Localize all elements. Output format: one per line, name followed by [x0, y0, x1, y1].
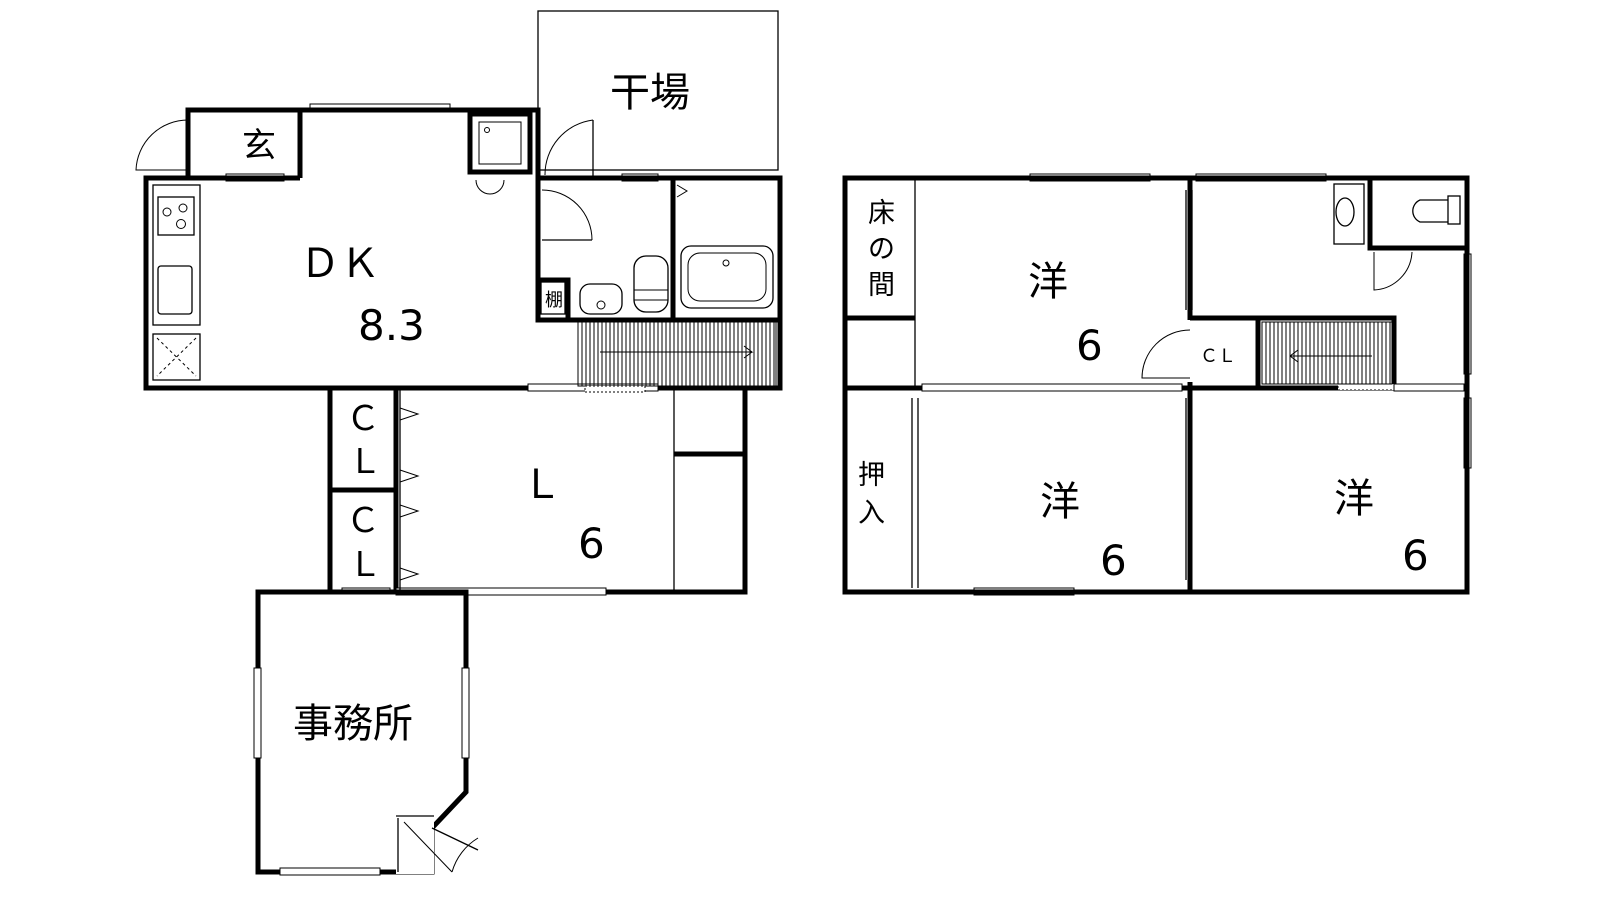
drying-door-swing	[544, 119, 594, 176]
window	[253, 667, 262, 759]
room-bottom-right-label: 洋	[1334, 476, 1374, 522]
office-door-open	[431, 827, 479, 851]
room-bottom-left-label: 洋	[1040, 479, 1080, 525]
alcove-label-3: 間	[868, 270, 895, 301]
wall	[143, 107, 783, 595]
shelf-box	[540, 281, 566, 315]
dk-size: 8.3	[358, 301, 425, 350]
washing-machine-lines	[634, 289, 668, 301]
fridge-space-cross	[156, 337, 197, 377]
bathtub-drain	[722, 259, 730, 267]
dk-label: ＤＫ	[300, 241, 380, 287]
stair-vent	[584, 385, 646, 393]
partition-sliding	[1185, 190, 1193, 310]
entrance-label: 玄	[242, 126, 276, 166]
office-door-leaf	[403, 821, 453, 873]
stairs-arrow	[1289, 349, 1372, 363]
storage-sliding	[911, 398, 919, 588]
wall	[1367, 178, 1467, 251]
washing-machine	[633, 255, 669, 313]
stairs-floor1	[577, 321, 777, 387]
toilet-tank	[1447, 195, 1461, 225]
bathtub-inner	[687, 252, 767, 302]
closet-upper-label-1: Ｃ	[346, 399, 380, 439]
burner	[162, 207, 172, 217]
burner	[176, 219, 186, 229]
closet-door-marker	[399, 469, 420, 483]
alcove-label-2: の	[868, 234, 895, 265]
window	[461, 667, 470, 759]
closet-label: ＣＬ	[1200, 346, 1236, 367]
wall	[842, 175, 1470, 595]
office-door-gap	[396, 812, 434, 874]
toilet-bowl	[1412, 199, 1448, 223]
storage-box	[467, 111, 533, 175]
washbasin	[579, 283, 623, 315]
living-label: Ｌ	[522, 462, 562, 508]
closet-door-marker	[399, 567, 420, 581]
washroom-door-swing	[541, 189, 593, 241]
partition-sliding	[1185, 398, 1191, 580]
storage-label-1: 押	[858, 460, 885, 491]
storage-box-dot	[484, 127, 490, 133]
cl-door-swing	[1141, 329, 1191, 379]
storage-box-inner	[478, 121, 522, 165]
stairs-arrow	[600, 345, 754, 359]
shelf-label: 棚	[545, 290, 563, 311]
kitchen-counter	[152, 184, 201, 326]
sink	[157, 265, 193, 315]
office-label: 事務所	[293, 701, 413, 747]
double-door	[475, 179, 505, 195]
sliding-door	[921, 383, 1183, 392]
wall	[538, 277, 571, 320]
closet-lower-label-2: Ｌ	[348, 545, 382, 585]
room-bottom-right-size: 6	[1402, 531, 1429, 580]
stairs-frame	[1261, 321, 1393, 385]
toilet-door-swing	[1373, 251, 1413, 291]
sliding-door	[1393, 383, 1465, 392]
drying-area-outline	[537, 10, 779, 171]
floor-1: 玄 干場 ＤＫ 8.3 棚 Ｃ Ｌ Ｃ Ｌ Ｌ 6 事務所	[135, 10, 783, 876]
closet-door-marker	[399, 504, 420, 518]
closet-door-marker	[399, 407, 420, 421]
office-door-swing	[451, 837, 479, 873]
stove	[157, 196, 195, 236]
washbasin-drain	[596, 300, 606, 310]
stairs-floor2	[1261, 321, 1393, 385]
storage-label-2: 入	[858, 498, 885, 529]
washstand-bowl	[1335, 197, 1355, 227]
room-top-size: 6	[1076, 321, 1103, 370]
window	[279, 867, 381, 876]
fridge-space	[152, 333, 201, 381]
room-bottom-left-size: 6	[1100, 536, 1127, 585]
room-top-label: 洋	[1028, 259, 1068, 305]
wall	[535, 178, 780, 323]
stair-vent	[1337, 383, 1399, 391]
closet-upper-label-2: Ｌ	[348, 442, 382, 482]
bath-door-marker	[676, 184, 688, 198]
drying-area-label: 干場	[610, 70, 690, 116]
stairs-frame	[577, 321, 777, 387]
bathtub	[680, 245, 774, 309]
alcove-label-1: 床	[868, 198, 895, 229]
entrance-door-swing	[135, 119, 189, 171]
closet-lower-label-1: Ｃ	[346, 501, 380, 541]
floor-2: 床 の 間 洋 6 ＣＬ 押 入 洋 6 洋 6	[842, 173, 1472, 596]
burner	[178, 203, 188, 213]
living-size: 6	[578, 519, 605, 568]
washstand	[1333, 183, 1365, 245]
